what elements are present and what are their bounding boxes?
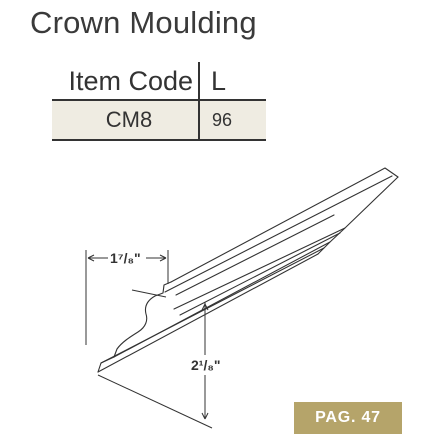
spec-table: Item Code L CM8 96 [52, 62, 266, 141]
top-sweep-line [170, 167, 399, 283]
page-title: Crown Moulding [30, 5, 257, 40]
bottom-ridge-line [100, 247, 325, 364]
middle-lower-line [179, 232, 341, 316]
width-arrow-left [87, 254, 95, 262]
header-item-code: Item Code [52, 62, 199, 101]
bottom-edge-line [97, 253, 319, 373]
height-arrow-top [201, 303, 209, 311]
page-number-badge: PAG. 47 [294, 402, 402, 434]
table-row: CM8 96 [52, 100, 266, 141]
height-dimension-label: 2¹/₈" [190, 357, 222, 373]
middle-ridge-line [173, 176, 399, 310]
table-header-row: Item Code L [52, 62, 266, 101]
leader-line [131, 289, 167, 298]
cell-length: 96 [198, 100, 266, 141]
height-extension-bottom [97, 374, 213, 429]
top-ridge-line [164, 175, 393, 293]
width-arrow-right [159, 254, 167, 262]
height-arrow-bottom [201, 412, 209, 420]
upper-profile-line [175, 214, 335, 296]
width-dimension-label: 1⁷/₈" [109, 250, 142, 266]
profile-outline [97, 281, 172, 373]
bottom-right-join [317, 227, 346, 255]
header-length: L [198, 62, 266, 101]
cell-item-code: CM8 [52, 100, 199, 141]
